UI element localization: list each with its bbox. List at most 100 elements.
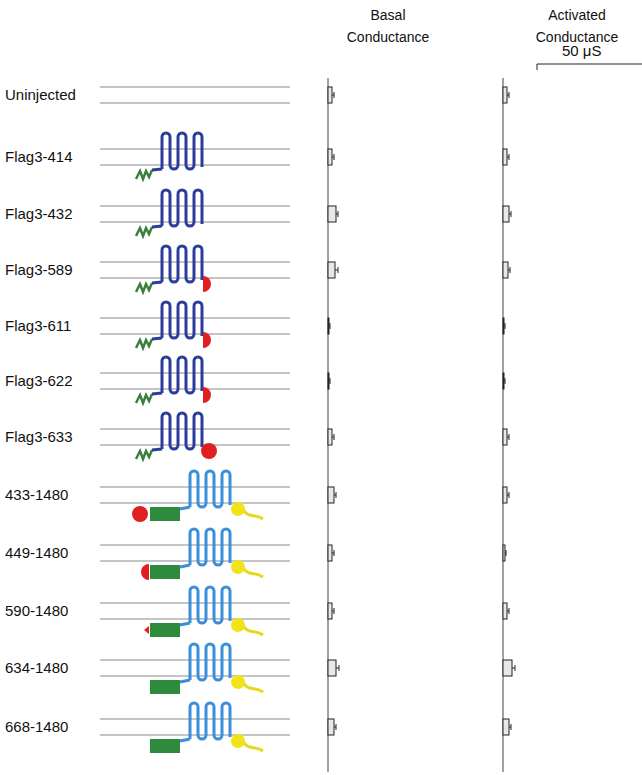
protein-cartoon — [132, 471, 263, 522]
conductance-bar — [328, 262, 338, 278]
construct-label: Uninjected — [5, 86, 76, 104]
transmembrane-domain — [190, 587, 230, 623]
green-domain — [150, 739, 180, 753]
green-domain — [150, 507, 180, 521]
conductance-bar — [328, 149, 334, 165]
membrane-line — [100, 719, 290, 720]
partial-domain — [144, 626, 149, 634]
flag-tag — [136, 450, 152, 459]
flag-tag — [136, 283, 152, 292]
protein-cartoon — [136, 302, 211, 348]
conductance-bar — [503, 719, 511, 735]
construct-label: Flag3-622 — [5, 372, 73, 390]
partial-domain — [203, 276, 211, 292]
linker-domain — [132, 506, 148, 522]
protein-tail — [180, 565, 190, 567]
conductance-bar — [328, 87, 334, 103]
conductance-bar — [328, 487, 336, 503]
membrane-line — [100, 487, 290, 488]
protein-tail — [180, 623, 190, 625]
construct-label: Flag3-611 — [5, 317, 71, 335]
protein-cartoon — [136, 246, 211, 292]
construct-label: Flag3-633 — [5, 428, 73, 446]
conductance-bar — [503, 487, 509, 503]
conductance-bar — [328, 429, 334, 445]
protein-tail — [152, 282, 162, 283]
protein-tail — [152, 393, 162, 394]
conductance-bar — [503, 545, 506, 561]
flag-tag — [136, 339, 152, 348]
conductance-bar — [328, 719, 336, 735]
column-header: Basal Conductance — [328, 4, 448, 49]
protein-tail — [152, 449, 162, 450]
conductance-bar — [503, 262, 510, 278]
construct-label: 668-1480 — [5, 718, 68, 736]
transmembrane-domain — [190, 703, 230, 739]
conductance-bar — [328, 603, 334, 619]
construct-label: Flag3-432 — [5, 205, 73, 223]
protein-tail — [180, 739, 190, 741]
yellow-domain — [231, 560, 245, 574]
membrane-line — [100, 619, 290, 620]
protein-cartoon — [136, 190, 202, 236]
conductance-bar — [503, 660, 515, 676]
protein-tail — [180, 680, 190, 682]
protein-cartoon — [144, 587, 263, 637]
protein-cartoon — [150, 703, 263, 753]
scale-label: 50 μS — [562, 42, 602, 60]
membrane-line — [100, 603, 290, 604]
flag-tag — [136, 170, 152, 179]
yellow-domain — [231, 502, 245, 516]
yellow-domain — [231, 675, 245, 689]
membrane-line — [100, 676, 290, 677]
yellow-tail — [243, 683, 263, 692]
conductance-bar — [503, 429, 509, 445]
conductance-bar — [328, 545, 334, 561]
membrane-line — [100, 87, 290, 88]
yellow-tail — [243, 742, 263, 751]
flag-tag — [136, 227, 152, 236]
green-domain — [150, 623, 180, 637]
flag-tag — [136, 394, 152, 403]
membrane-line — [100, 735, 290, 736]
partial-domain — [203, 332, 211, 348]
partial-domain — [203, 387, 211, 403]
transmembrane-domain — [190, 529, 230, 565]
green-domain — [150, 565, 180, 579]
green-domain — [150, 680, 180, 694]
transmembrane-domain — [162, 190, 202, 226]
protein-cartoon — [136, 413, 217, 459]
transmembrane-domain — [162, 357, 202, 393]
transmembrane-domain — [162, 246, 202, 282]
protein-tail — [180, 507, 190, 509]
yellow-domain — [231, 618, 245, 632]
conductance-bar — [328, 318, 330, 334]
protein-tail — [152, 338, 162, 339]
protein-tail — [152, 169, 162, 170]
construct-label: 449-1480 — [5, 544, 68, 562]
scale-bar — [537, 64, 642, 70]
yellow-tail — [243, 568, 263, 577]
protein-cartoon — [150, 644, 263, 694]
conductance-bar — [503, 149, 509, 165]
membrane-line — [100, 561, 290, 562]
partial-domain — [141, 564, 149, 580]
transmembrane-domain — [190, 471, 230, 507]
construct-label: 590-1480 — [5, 602, 68, 620]
conductance-bar — [503, 206, 511, 222]
transmembrane-domain — [162, 133, 202, 169]
conductance-bar — [503, 318, 505, 334]
protein-cartoon — [136, 133, 202, 179]
transmembrane-domain — [162, 413, 202, 449]
yellow-tail — [243, 510, 263, 519]
membrane-line — [100, 545, 290, 546]
conductance-bar — [503, 87, 509, 103]
conductance-bar — [503, 603, 509, 619]
yellow-tail — [243, 626, 263, 635]
transmembrane-domain — [162, 302, 202, 338]
construct-label: 433-1480 — [5, 486, 68, 504]
protein-cartoon — [141, 529, 263, 580]
construct-label: Flag3-414 — [5, 148, 73, 166]
construct-label: Flag3-589 — [5, 261, 73, 279]
